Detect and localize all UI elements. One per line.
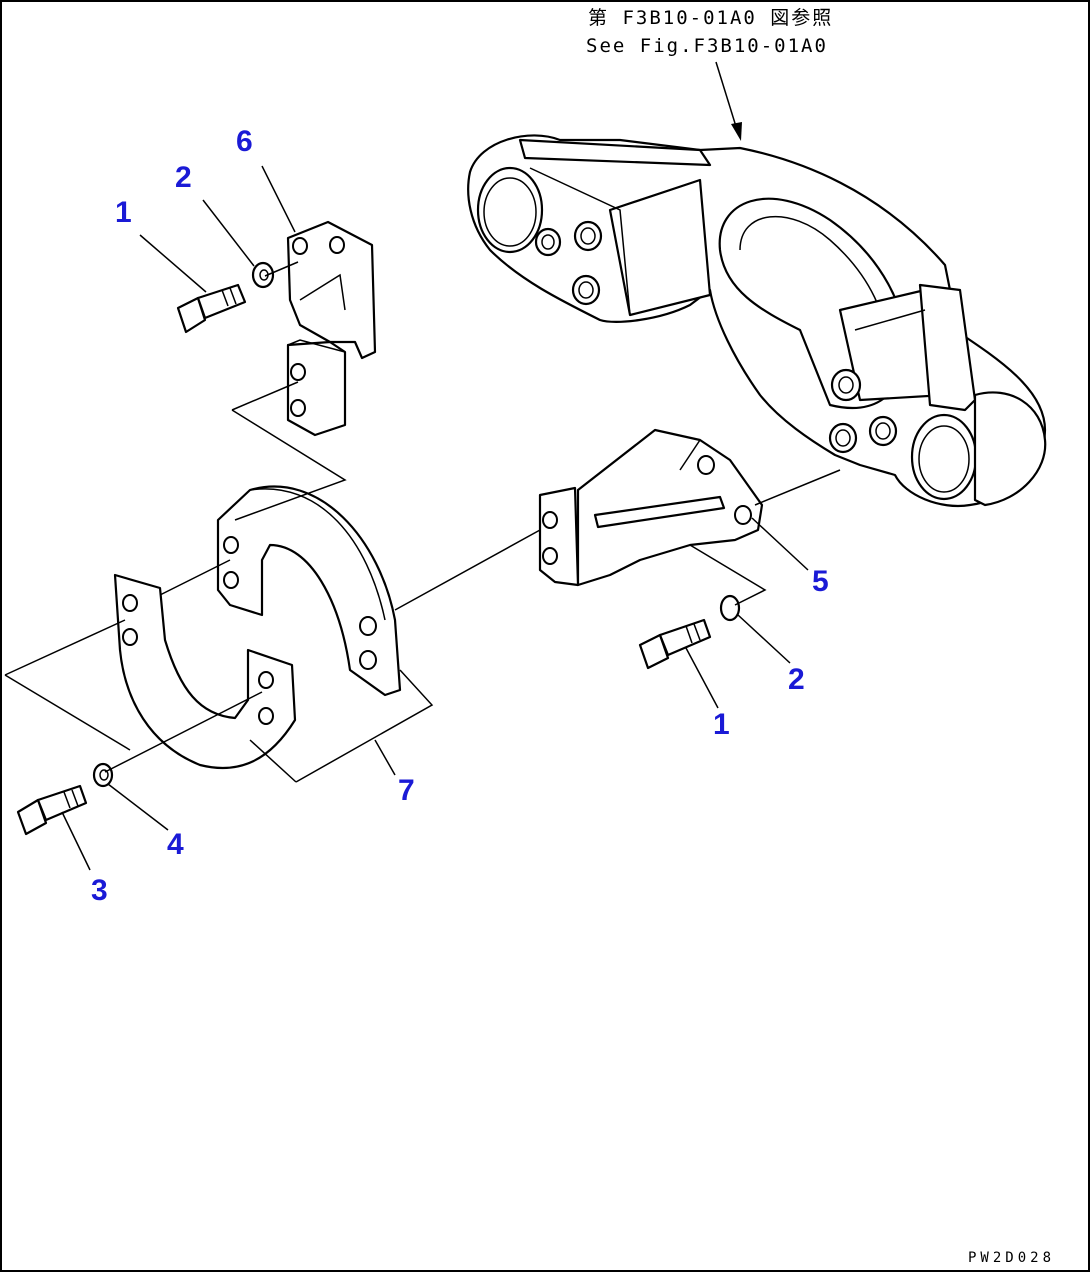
part-7-clamp	[113, 485, 402, 770]
leader-lines	[61, 165, 809, 871]
reference-note-english: See Fig.F3B10-01A0	[586, 35, 828, 57]
callout-1-right: 1	[713, 708, 730, 741]
bolt-1-left	[176, 283, 247, 334]
callout-6: 6	[236, 125, 253, 158]
assembly-lines	[4, 261, 841, 783]
main-frame	[467, 134, 1047, 508]
callout-4: 4	[167, 828, 184, 861]
reference-note-japanese: 第 F3B10-01A0 図参照	[588, 7, 833, 29]
callout-1-left: 1	[115, 196, 132, 229]
part-5-bracket	[538, 428, 764, 587]
bolt-1-right	[638, 618, 712, 670]
part-6-bracket	[286, 220, 377, 437]
washer-2-left	[251, 261, 275, 289]
callout-7: 7	[398, 774, 415, 807]
washer-4	[92, 762, 114, 788]
callout-5: 5	[812, 565, 829, 598]
washer-2-right	[719, 594, 741, 622]
callout-2-left: 2	[175, 161, 192, 194]
callout-2-right: 2	[788, 663, 805, 696]
reference-arrow	[715, 61, 742, 141]
callout-3: 3	[91, 874, 108, 907]
drawing-code: PW2D028	[968, 1250, 1055, 1266]
bolt-3	[16, 784, 88, 836]
